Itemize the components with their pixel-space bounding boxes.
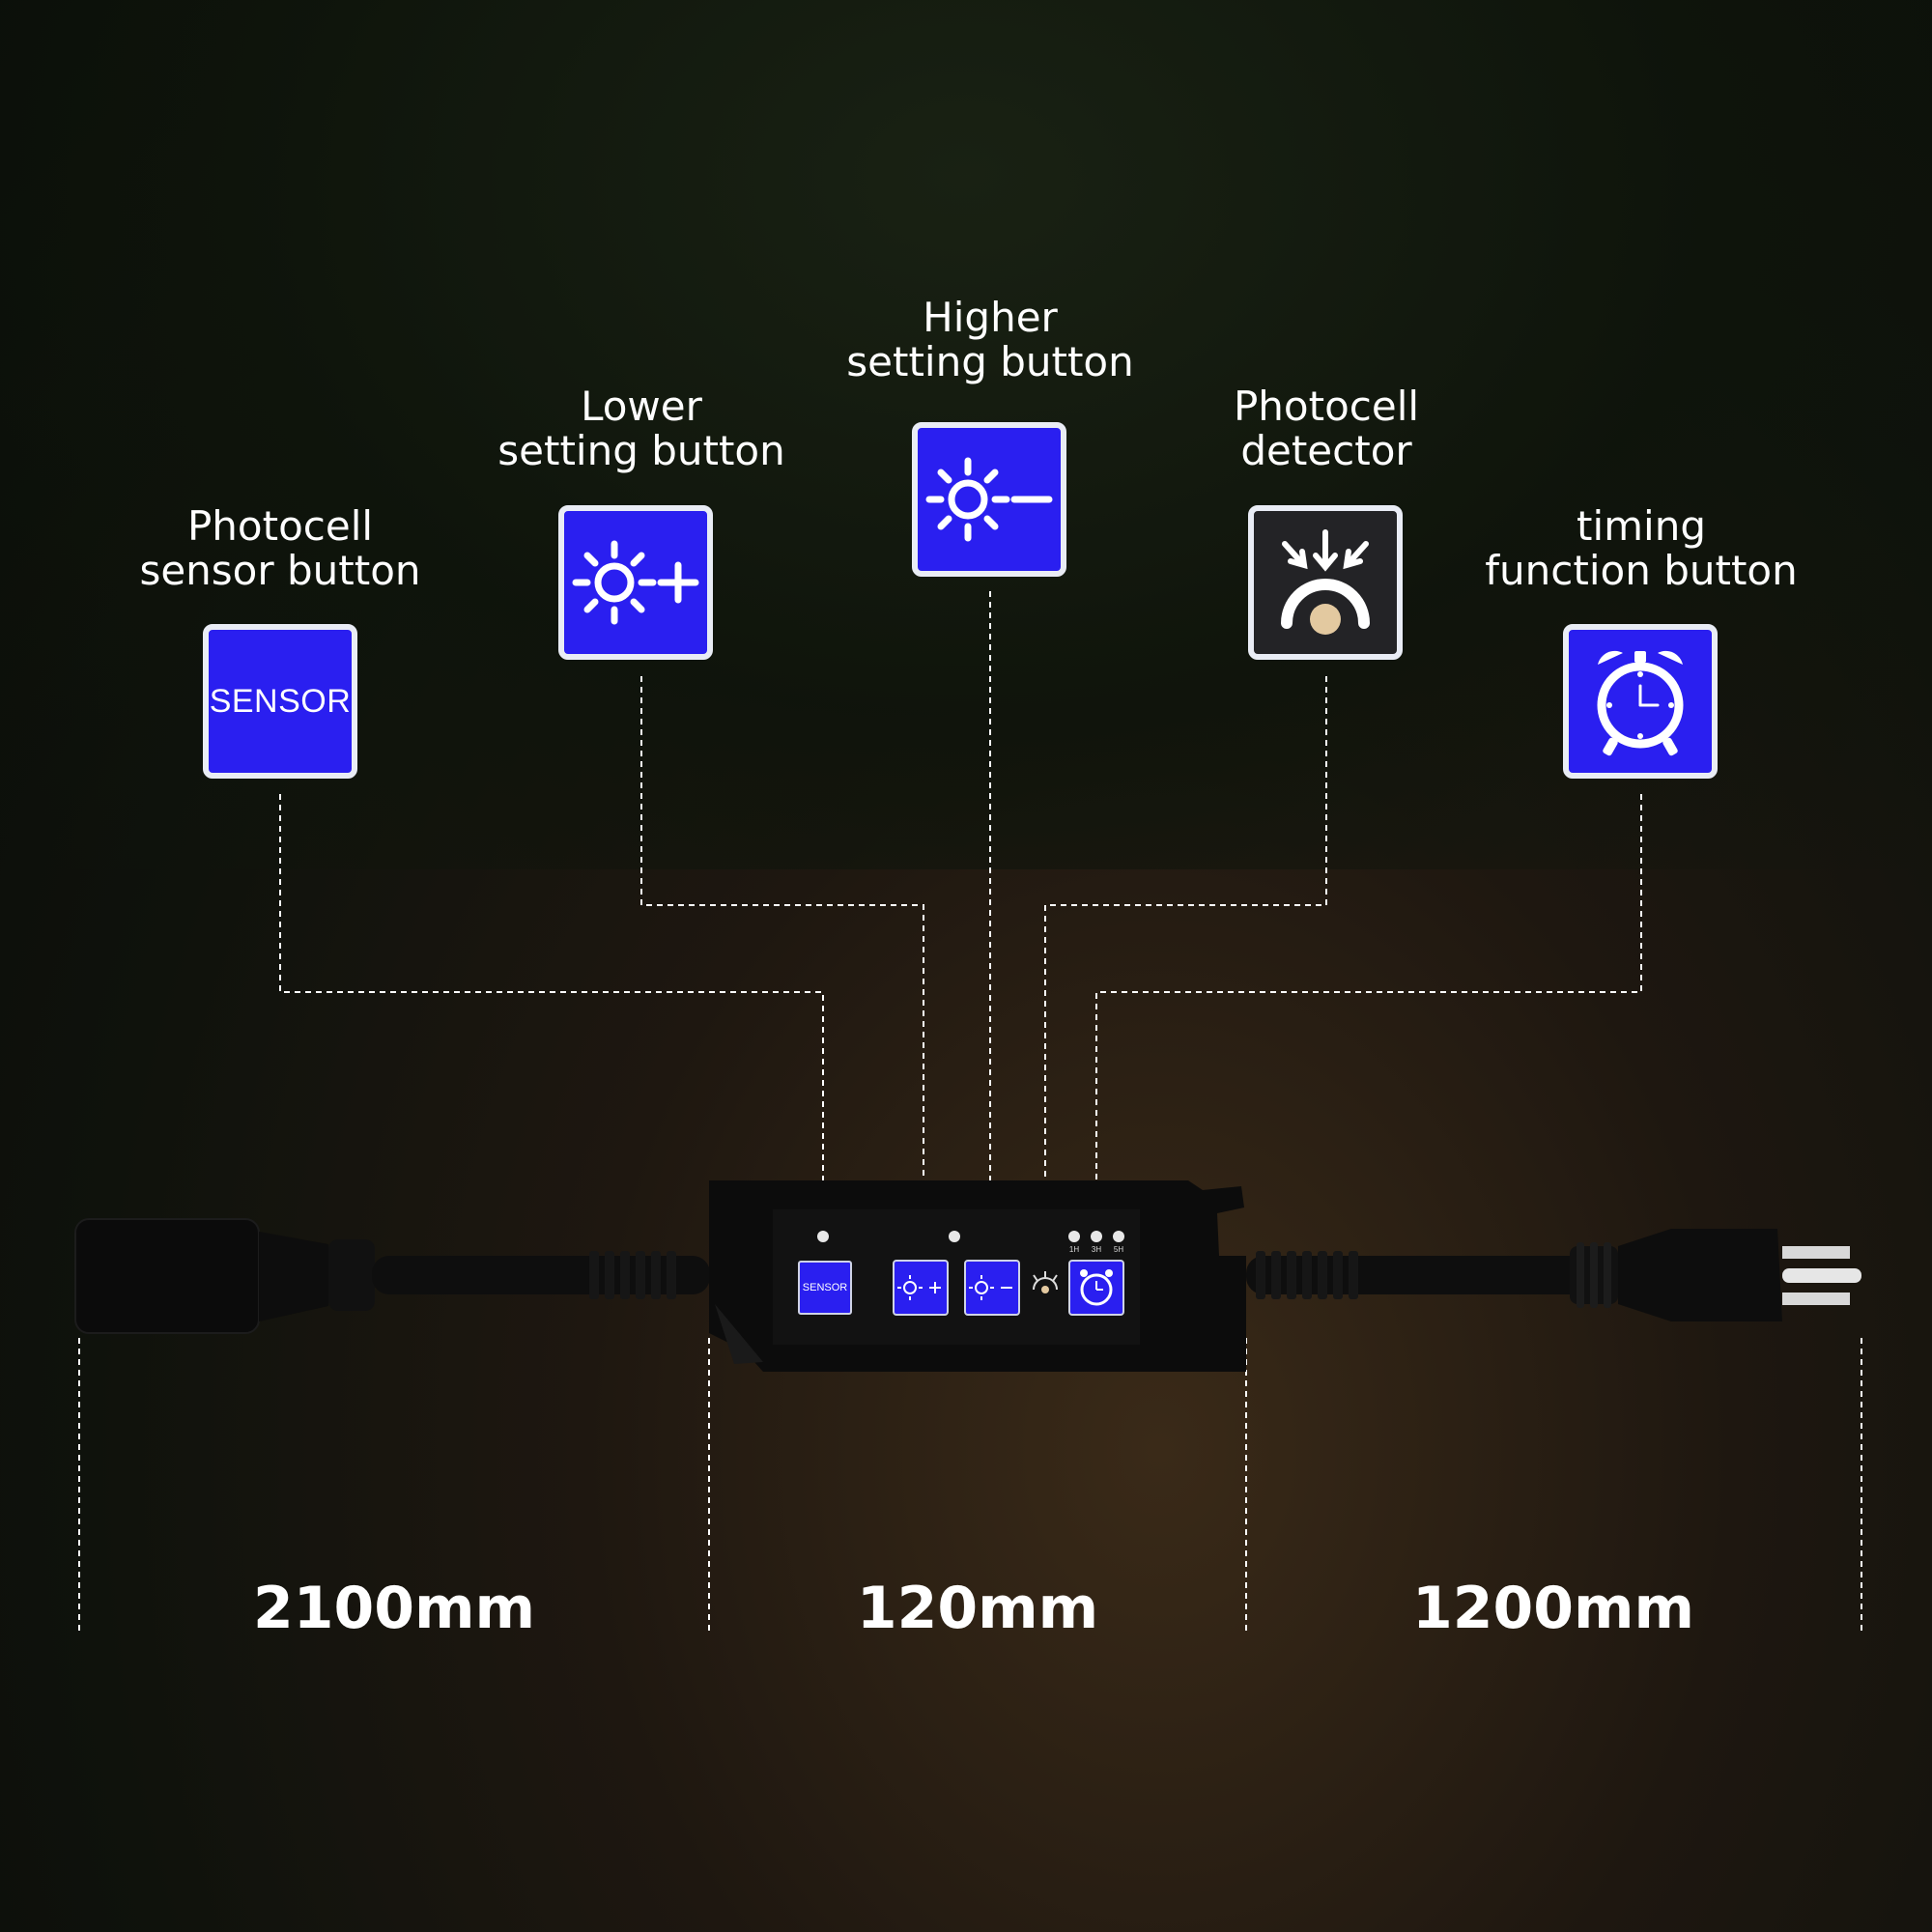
label-line: sensor button (139, 547, 421, 594)
timer-label-5h: 5H (1113, 1245, 1124, 1254)
label-photocell-detector: Photocell detector (1234, 384, 1419, 473)
label-line: Photocell (1233, 383, 1420, 430)
dimension-controller: 120mm (856, 1575, 1099, 1642)
alarm-clock-icon (1597, 650, 1684, 756)
indicator-leds (817, 1231, 1124, 1242)
label-line: setting button (497, 427, 785, 474)
brightness-minus-icon (925, 457, 1053, 542)
female-connector (74, 1218, 375, 1334)
label-line: Photocell (186, 502, 374, 550)
mini-brightness-minus-button (964, 1260, 1020, 1316)
cable-left-ribs (589, 1251, 676, 1299)
cable-right-ribs (1256, 1251, 1358, 1299)
mini-sensor-text: SENSOR (802, 1282, 848, 1293)
label-timing-function-button: timing function button (1485, 504, 1797, 593)
mini-sensor-button[interactable]: SENSOR (798, 1261, 852, 1315)
mini-photocell-detector (1033, 1271, 1058, 1293)
male-plug (1570, 1229, 1861, 1321)
label-photocell-sensor-button: Photocell sensor button (139, 504, 420, 593)
photocell-detector-icon (1281, 529, 1370, 635)
mini-timer-button (1068, 1260, 1124, 1316)
label-line: function button (1485, 547, 1798, 594)
sensor-text-icon: SENSOR (209, 682, 352, 720)
leader-line-lower (640, 676, 924, 1219)
led-5h (1113, 1231, 1124, 1242)
lower-setting-button-icon (558, 505, 713, 660)
label-line: Lower (581, 383, 702, 430)
higher-setting-button-icon (912, 422, 1066, 577)
timer-label-1h: 1H (1068, 1245, 1080, 1254)
brightness-plus-icon (572, 540, 699, 625)
photocell-detector-box (1248, 505, 1403, 660)
label-line: setting button (846, 338, 1134, 385)
leader-lines (279, 591, 1642, 1219)
dimension-lines (78, 1338, 1862, 1633)
led-3h (1091, 1231, 1102, 1242)
timer-label-3h: 3H (1091, 1245, 1102, 1254)
leader-line-sensor (279, 794, 824, 1219)
led-1h (1068, 1231, 1080, 1242)
label-line: detector (1240, 427, 1412, 474)
led-setting (949, 1231, 960, 1242)
mini-brightness-plus-button (893, 1260, 949, 1316)
dimension-left-cord: 2100mm (252, 1575, 536, 1642)
cable-right (1246, 1256, 1594, 1294)
timing-function-button-icon (1563, 624, 1718, 779)
label-lower-setting-button: Lower setting button (497, 384, 785, 473)
photocell-sensor-button-icon: SENSOR (203, 624, 357, 779)
led-sensor (817, 1231, 829, 1242)
leader-line-detector (1044, 676, 1327, 1219)
label-higher-setting-button: Higher setting button (846, 296, 1134, 384)
leader-line-timer (1095, 794, 1642, 1219)
dimension-right-cord: 1200mm (1411, 1575, 1695, 1642)
label-line: Higher (923, 294, 1058, 341)
label-line: timing (1576, 502, 1706, 550)
